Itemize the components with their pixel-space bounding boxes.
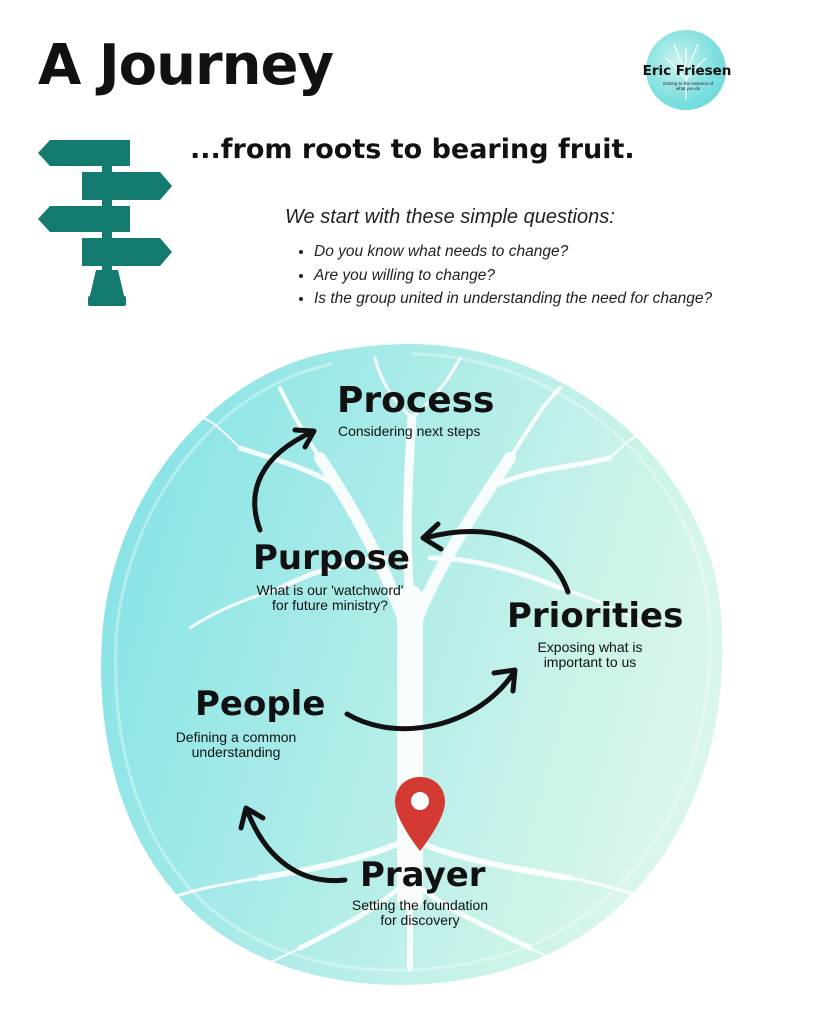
stage-purpose-title: Purpose xyxy=(253,538,410,578)
signpost-icon xyxy=(38,140,172,306)
stage-priorities-desc-2: important to us xyxy=(543,654,637,670)
stage-people-desc-1: Defining a common xyxy=(175,729,297,745)
stage-process-title: Process xyxy=(337,380,495,421)
arrow-icon xyxy=(344,667,518,732)
arrow-icon xyxy=(238,805,348,884)
stage-prayer-desc-2: for discovery xyxy=(380,912,460,928)
question-list: Do you know what needs to change? Are yo… xyxy=(296,240,712,311)
logo-badge xyxy=(646,30,726,110)
page-title: A Journey xyxy=(38,33,334,98)
intro-lead: We start with these simple questions: xyxy=(285,206,615,228)
stage-people-title: People xyxy=(195,684,326,724)
question-item: Do you know what needs to change? xyxy=(314,240,712,264)
logo-tree-icon xyxy=(665,43,707,100)
stage-prayer-title: Prayer xyxy=(360,855,486,895)
stage-people-desc-2: understanding xyxy=(191,744,281,760)
logo-name: Eric Friesen xyxy=(642,63,732,79)
tree-icon xyxy=(168,356,666,974)
stage-purpose-desc-1: What is our 'watchword' xyxy=(256,582,404,598)
location-pin-icon xyxy=(395,777,445,851)
stage-priorities-desc-1: Exposing what is xyxy=(537,639,643,655)
question-item: Is the group united in understanding the… xyxy=(314,287,712,311)
logo-tagline: Getting to the essence of what you do xyxy=(662,81,714,91)
stage-purpose-desc-2: for future ministry? xyxy=(272,597,388,613)
stage-process-desc: Considering next steps xyxy=(338,423,481,439)
arrow-icon xyxy=(252,427,317,533)
stage-priorities-title: Priorities xyxy=(507,596,684,636)
stage-prayer-desc-1: Setting the foundation xyxy=(351,897,489,913)
question-item: Are you willing to change? xyxy=(314,264,712,288)
arrow-icon xyxy=(420,521,571,595)
page-subtitle: ...from roots to bearing fruit. xyxy=(190,134,635,165)
